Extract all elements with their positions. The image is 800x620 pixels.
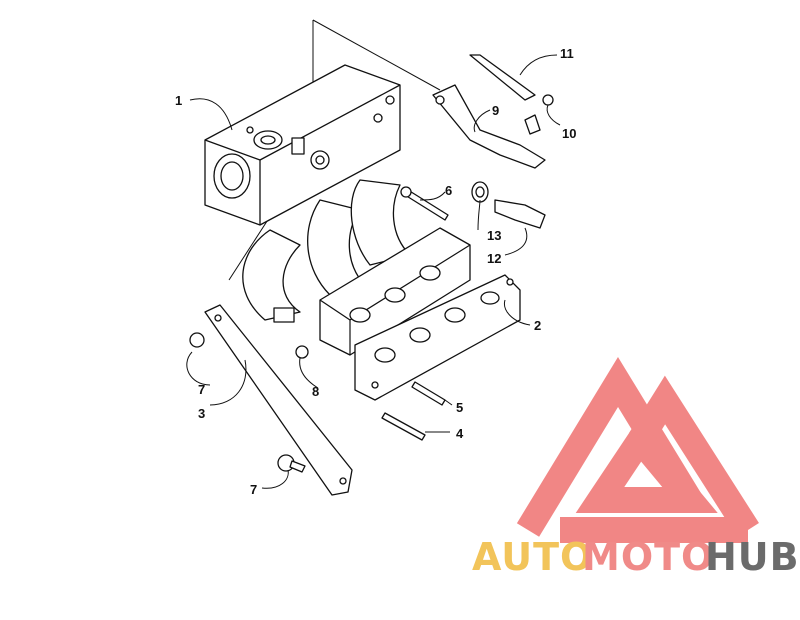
callout-6: 6	[445, 183, 452, 198]
callout-labels: 1 2 3 4 5 6 7 7 8 9 10 11 12 13	[175, 46, 576, 497]
callout-4: 4	[456, 426, 464, 441]
callout-10: 10	[562, 126, 576, 141]
intake-manifold-plenum	[204, 64, 411, 321]
manifold-gasket	[354, 274, 521, 401]
watermark-logo: AUTO MOTO HUB	[472, 357, 800, 579]
bolt-10	[524, 94, 554, 135]
manifold-runner-flange	[319, 227, 471, 356]
callout-7-upper: 7	[198, 382, 205, 397]
stud-4	[381, 412, 426, 441]
support-bracket	[204, 304, 353, 496]
watermark-triangle-mark	[516, 357, 759, 543]
washer-13	[471, 181, 489, 203]
fitting-8	[273, 307, 309, 359]
callout-7-lower: 7	[250, 482, 257, 497]
watermark-word-auto: AUTO	[472, 535, 593, 579]
stud-5	[411, 381, 446, 406]
strap-11	[469, 54, 536, 101]
callout-12: 12	[487, 251, 501, 266]
callout-11: 11	[560, 46, 574, 61]
watermark-word-moto: MOTO	[582, 535, 714, 579]
callout-3: 3	[198, 406, 205, 421]
bracket-9	[432, 84, 546, 169]
callout-13: 13	[487, 228, 501, 243]
callout-2: 2	[534, 318, 541, 333]
bolt-7-upper	[189, 332, 205, 348]
callout-5: 5	[456, 400, 463, 415]
watermark-word-hub: HUB	[705, 535, 800, 579]
callout-9: 9	[492, 103, 499, 118]
callout-8: 8	[312, 384, 319, 399]
bolt-7-lower	[277, 454, 306, 473]
bolt-6	[400, 186, 449, 221]
callout-leader-lines	[186, 54, 561, 489]
sensor-12	[494, 199, 546, 229]
callout-1: 1	[175, 93, 182, 108]
